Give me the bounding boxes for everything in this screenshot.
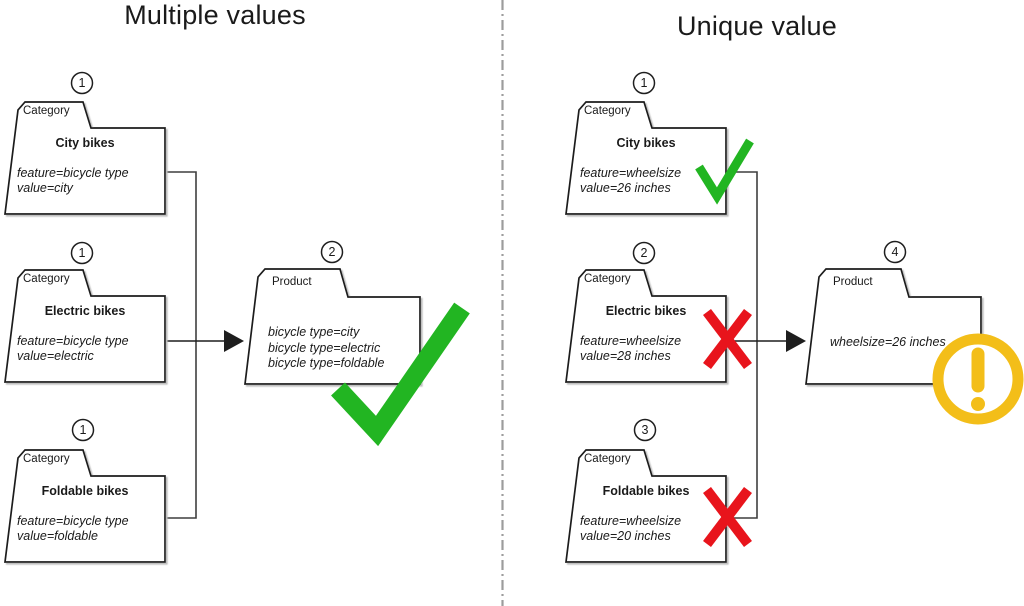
category-name: City bikes (616, 136, 676, 150)
badge-circle (883, 240, 907, 264)
category-feature: feature=bicycle type (17, 166, 129, 180)
left-panel-title: Multiple values (124, 0, 306, 30)
result-warning-icon (932, 333, 1024, 425)
right-arrowhead-icon (786, 330, 806, 352)
badge-circle (633, 418, 657, 442)
badge-circle (71, 418, 95, 442)
folder-tab-label: Category (584, 273, 631, 285)
badge-number: 2 (328, 245, 336, 259)
category-feature: feature=bicycle type (17, 334, 129, 348)
category-name: Foldable bikes (41, 484, 129, 498)
badge-number: 3 (641, 423, 649, 437)
product-line: bicycle type=city (268, 325, 360, 339)
right-category-folder-foldable-bikes (565, 449, 727, 563)
right-merge-connector-line (726, 171, 758, 519)
left-category-folder-electric-bikes (4, 269, 166, 383)
product-line: bicycle type=electric (268, 340, 381, 355)
category-value: value=electric (17, 349, 94, 363)
badge-number: 1 (78, 246, 86, 260)
result-check-icon (331, 302, 470, 447)
right-category-folder-city-bikes (565, 101, 727, 215)
folder-tab-label: Category (584, 453, 631, 465)
badge-number: 1 (78, 76, 86, 90)
category-value: value=city (17, 181, 73, 195)
category-feature: feature=wheelsize (580, 514, 682, 528)
badge-circle (320, 240, 344, 264)
product-attribute-lines: bicycle type=city bicycle type=electric … (268, 325, 384, 372)
badge-number: 1 (640, 76, 648, 90)
category-name: Foldable bikes (602, 484, 690, 498)
category-feature: feature=wheelsize (580, 334, 682, 348)
category-feature: feature=wheelsize (580, 166, 682, 180)
left-category-folder-foldable-bikes (4, 449, 166, 563)
category-value: value=20 inches (580, 529, 671, 543)
folder-tab-label: Product (272, 276, 312, 288)
category-value: value=26 inches (580, 181, 671, 195)
left-merge-connector-line (165, 171, 197, 519)
product-attribute-lines: wheelsize=26 inches (830, 335, 946, 351)
status-cross-icon-electric (703, 308, 752, 370)
badge-number: 1 (79, 423, 87, 437)
folder-tab-label: Category (23, 453, 70, 465)
left-arrowhead-icon (224, 330, 244, 352)
badge-number: 4 (891, 245, 899, 259)
folder-tab-label: Category (23, 105, 70, 117)
category-name: City bikes (55, 136, 115, 150)
category-value: value=28 inches (580, 349, 671, 363)
left-category-folder-city-bikes (4, 101, 166, 215)
status-check-icon (695, 138, 754, 205)
product-line: wheelsize=26 inches (830, 335, 946, 349)
status-cross-icon-foldable (703, 486, 752, 548)
folder-tab-label: Category (584, 105, 631, 117)
product-line: bicycle type=foldable (268, 356, 385, 370)
right-category-folder-electric-bikes (565, 269, 727, 383)
badge-circle (70, 241, 94, 265)
badge-circle (632, 71, 656, 95)
right-panel-title: Unique value (676, 11, 837, 41)
category-name: Electric bikes (605, 304, 687, 318)
category-value: value=foldable (17, 529, 98, 543)
category-feature: feature=bicycle type (17, 514, 129, 528)
badge-number: 2 (640, 246, 648, 260)
category-name: Electric bikes (44, 304, 126, 318)
badge-circle (632, 241, 656, 265)
folder-tab-label: Product (833, 276, 873, 288)
folder-tab-label: Category (23, 273, 70, 285)
badge-circle (70, 71, 94, 95)
